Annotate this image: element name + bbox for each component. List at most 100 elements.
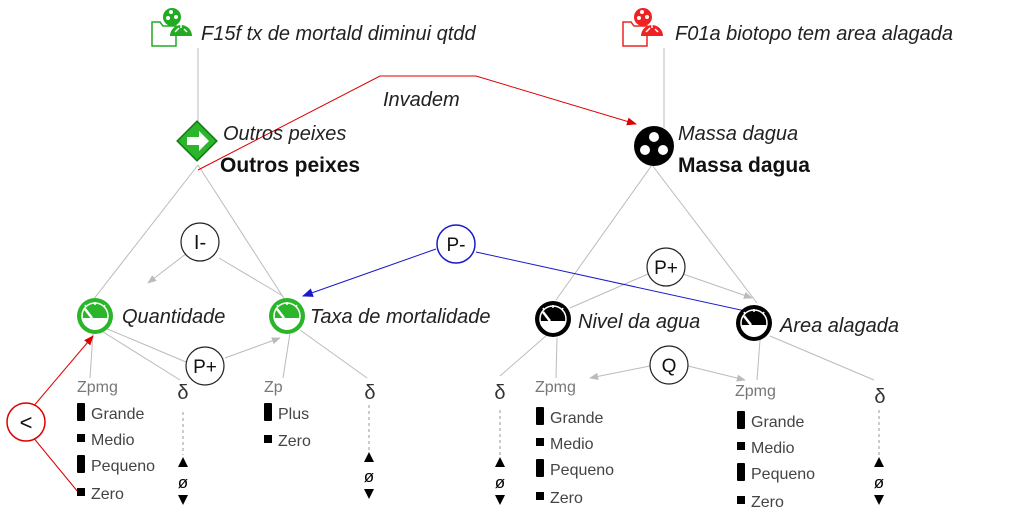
quantity-label: Nivel da agua [578, 311, 700, 333]
scenario-right[interactable]: F01a biotopo tem area alagada [622, 8, 953, 47]
derivative-down-marker[interactable] [495, 495, 505, 505]
proportionality-p-plus-left[interactable]: P+ [185, 346, 225, 386]
derivative-lines [182, 405, 880, 455]
p-minus-lines [301, 248, 769, 317]
derivative-up-marker[interactable] [178, 457, 188, 467]
derivative-down-marker[interactable] [364, 489, 374, 499]
value-marker[interactable] [737, 463, 745, 481]
qspace-name: Zpmg [77, 379, 118, 396]
qspace-value: Zero [751, 494, 784, 511]
qspace-value: Zero [91, 486, 124, 503]
quantity-gauge-icon [77, 298, 113, 334]
qspace-value: Grande [550, 410, 603, 427]
scenario-left-label: F15f tx de mortald diminui qtdd [201, 23, 476, 45]
derivative-taxa: δ ø [364, 382, 376, 499]
qspace-value: Zero [550, 490, 583, 507]
value-marker[interactable] [737, 442, 745, 450]
qspace-name: Zp [264, 379, 283, 396]
scenario-right-label: F01a biotopo tem area alagada [675, 23, 953, 45]
quantity-nivel-da-agua[interactable]: Nivel da agua [535, 301, 700, 337]
value-marker[interactable] [536, 407, 544, 425]
invadem-config-line[interactable] [197, 75, 637, 171]
agent-arrow-icon [176, 120, 218, 162]
delta-symbol: δ [364, 382, 375, 404]
entity-outros-peixes[interactable]: Outros peixes Outros peixes [176, 120, 360, 177]
value-marker[interactable] [77, 434, 85, 442]
p-minus-label: P- [447, 235, 466, 256]
quantity-gauge-icon [535, 301, 571, 337]
delta-symbol: δ [177, 382, 188, 404]
derivative-nivel: δ ø [494, 382, 506, 505]
derivative-quantidade: δ ø [177, 382, 189, 505]
qspace-value: Medio [751, 440, 795, 457]
value-marker[interactable] [77, 488, 85, 496]
value-marker[interactable] [737, 496, 745, 504]
entity-massa-dagua[interactable]: Massa dagua Massa dagua [634, 123, 810, 177]
p-plus-label: P+ [193, 357, 217, 378]
q-label: Q [662, 356, 677, 377]
entity-italic-name: Outros peixes [223, 123, 346, 145]
entity-bold-name: Massa dagua [678, 154, 810, 177]
entity-bold-name: Outros peixes [220, 154, 360, 177]
quantity-label: Quantidade [122, 306, 225, 328]
quantity-label: Taxa de mortalidade [310, 306, 491, 328]
i-minus-label: I- [194, 232, 206, 254]
value-marker[interactable] [737, 411, 745, 429]
qspace-value: Medio [550, 436, 594, 453]
qspace-taxa-de-mortalidade: Zp Plus Zero [264, 379, 311, 450]
invadem-label: Invadem [383, 89, 460, 111]
inequality-less-than[interactable]: < [6, 402, 46, 442]
qspace-value: Zero [278, 433, 311, 450]
proportionality-p-minus[interactable]: P- [436, 224, 476, 264]
entity-italic-name: Massa dagua [678, 123, 798, 145]
scenario-left[interactable]: F15f tx de mortald diminui qtdd [151, 8, 476, 47]
qspace-value: Pequeno [751, 466, 815, 483]
value-marker[interactable] [264, 403, 272, 421]
value-marker[interactable] [77, 403, 85, 421]
derivative-up-marker[interactable] [495, 457, 505, 467]
quantity-gauge-icon [736, 305, 772, 341]
qspace-value: Plus [278, 406, 309, 423]
quantity-quantidade[interactable]: Quantidade [77, 298, 225, 334]
derivative-down-marker[interactable] [874, 495, 884, 505]
proportionality-p-plus-right[interactable]: P+ [646, 247, 686, 287]
qspace-value: Pequeno [550, 462, 614, 479]
derivative-value: ø [495, 473, 505, 492]
quantity-label: Area alagada [779, 315, 899, 337]
qspace-name: Zpmg [535, 379, 576, 396]
influence-i-minus[interactable]: I- [180, 222, 220, 262]
derivative-up-marker[interactable] [874, 457, 884, 467]
qspace-value: Grande [751, 414, 804, 431]
derivative-up-marker[interactable] [364, 452, 374, 462]
value-marker[interactable] [536, 459, 544, 477]
entity-circle-icon [634, 126, 674, 166]
value-marker[interactable] [264, 435, 272, 443]
quantity-taxa-de-mortalidade[interactable]: Taxa de mortalidade [269, 298, 491, 334]
derivative-value: ø [178, 473, 188, 492]
quantity-area-alagada[interactable]: Area alagada [736, 305, 899, 341]
qspace-name: Zpmg [735, 383, 776, 400]
p-plus-label: P+ [654, 258, 678, 279]
value-marker[interactable] [536, 492, 544, 500]
qspace-quantidade: Zpmg Grande Medio Pequeno Zero [77, 379, 155, 503]
scenario-folder-icon [151, 8, 192, 47]
delta-symbol: δ [874, 386, 885, 408]
derivative-area: δ ø [874, 386, 886, 505]
less-than-lines [31, 335, 94, 493]
derivative-value: ø [874, 473, 884, 492]
correspondence-q[interactable]: Q [649, 345, 689, 385]
delta-symbol: δ [494, 382, 505, 404]
quantity-gauge-icon [269, 298, 305, 334]
qspace-area-alagada: Zpmg Grande Medio Pequeno Zero [735, 383, 815, 511]
derivative-value: ø [364, 467, 374, 486]
qspace-value: Medio [91, 432, 135, 449]
less-than-label: < [20, 410, 33, 435]
qspace-nivel-da-agua: Zpmg Grande Medio Pequeno Zero [535, 379, 614, 507]
value-marker[interactable] [536, 438, 544, 446]
scenario-folder-icon [622, 8, 663, 47]
qspace-value: Pequeno [91, 458, 155, 475]
value-marker[interactable] [77, 455, 85, 473]
derivative-down-marker[interactable] [178, 495, 188, 505]
qspace-value: Grande [91, 406, 144, 423]
